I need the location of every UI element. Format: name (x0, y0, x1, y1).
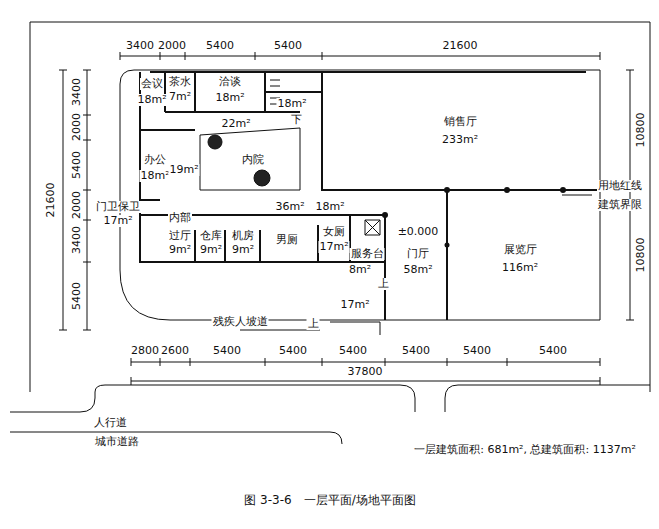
plan-label: 下 (290, 114, 303, 126)
plan-label: 5400 (71, 281, 83, 311)
plan-label: 3400 (125, 40, 155, 52)
plan-label: 机房 (231, 230, 255, 242)
plan-label: 门厅 (406, 248, 430, 260)
plan-label: 会议 (140, 78, 164, 90)
plan-label: 10800 (635, 237, 647, 274)
plan-label: 5400 (538, 345, 568, 357)
plan-label: 3400 (71, 225, 83, 255)
plan-label: 58m² (402, 264, 433, 276)
plan-label: 5400 (462, 345, 492, 357)
plan-label: 内院 (241, 154, 265, 166)
plan-label: 展览厅 (503, 244, 538, 256)
plan-label: 办公 (143, 154, 167, 166)
plan-label: 18m² (314, 201, 345, 213)
plan-label: 5400 (205, 40, 235, 52)
plan-label: 18m² (214, 92, 245, 104)
plan-label: 19m² (168, 164, 199, 176)
plan-label: 用地红线 (597, 180, 643, 192)
plan-label: 女厕 (322, 226, 346, 238)
plan-label: 5400 (278, 345, 308, 357)
plan-label: 9m² (168, 244, 192, 256)
plan-label: 茶水 (168, 76, 192, 88)
plan-label: 2000 (157, 40, 187, 52)
plan-label: 18m² (276, 98, 307, 110)
plan-label: 2000 (71, 190, 83, 220)
plan-label: 2800 (130, 345, 160, 357)
plan-label: 服务台 (350, 248, 385, 260)
plan-label: 17m² (318, 241, 349, 253)
plan-label: 3400 (71, 77, 83, 107)
plan-label: 2000 (71, 112, 83, 142)
plan-label: 7m² (168, 91, 192, 103)
plan-label: 17m² (339, 299, 370, 311)
plan-label: 9m² (231, 244, 255, 256)
plan-label: 5400 (273, 40, 303, 52)
plan-label: 22m² (220, 118, 251, 130)
plan-label: 上 (377, 278, 390, 290)
plan-label: 上 (307, 318, 320, 330)
plan-label: 2600 (160, 345, 190, 357)
plan-label: 5400 (212, 345, 242, 357)
plan-label: 116m² (501, 262, 539, 274)
plan-label: 洽谈 (218, 76, 242, 88)
plan-label: 5400 (71, 150, 83, 180)
plan-label: 17m² (102, 215, 133, 227)
plan-label: ±0.000 (397, 226, 440, 238)
plan-label: 仓库 (199, 230, 223, 242)
plan-label: 销售厅 (443, 116, 478, 128)
plan-label: 18m² (139, 170, 170, 182)
plan-label: 5400 (338, 345, 368, 357)
plan-label: 过厅 (168, 230, 192, 242)
plan-label: 男厕 (275, 234, 299, 246)
plan-label: 36m² (274, 201, 305, 213)
plan-label: 残疾人坡道 (212, 316, 269, 328)
plan-label: 233m² (441, 134, 479, 146)
plan-label: 一层建筑面积: 681m², 总建筑面积: 1137m² (413, 444, 637, 456)
plan-label: 8m² (348, 264, 372, 276)
plan-label: 内部 (168, 212, 192, 224)
plan-label: 21600 (45, 182, 57, 219)
plan-label: 21600 (442, 40, 479, 52)
plan-label: 门卫保卫 (95, 201, 141, 213)
plan-label: 10800 (635, 112, 647, 149)
figure-caption: 图 3-3-6 一层平面/场地平面图 (243, 494, 416, 506)
plan-label: 城市道路 (94, 436, 140, 448)
plan-label: 建筑界限 (597, 199, 643, 211)
plan-label: 37800 (347, 366, 384, 378)
plan-label: 9m² (199, 244, 223, 256)
plan-label: 人行道 (93, 417, 128, 429)
plan-label: 18m² (136, 94, 167, 106)
plan-label: 5400 (401, 345, 431, 357)
